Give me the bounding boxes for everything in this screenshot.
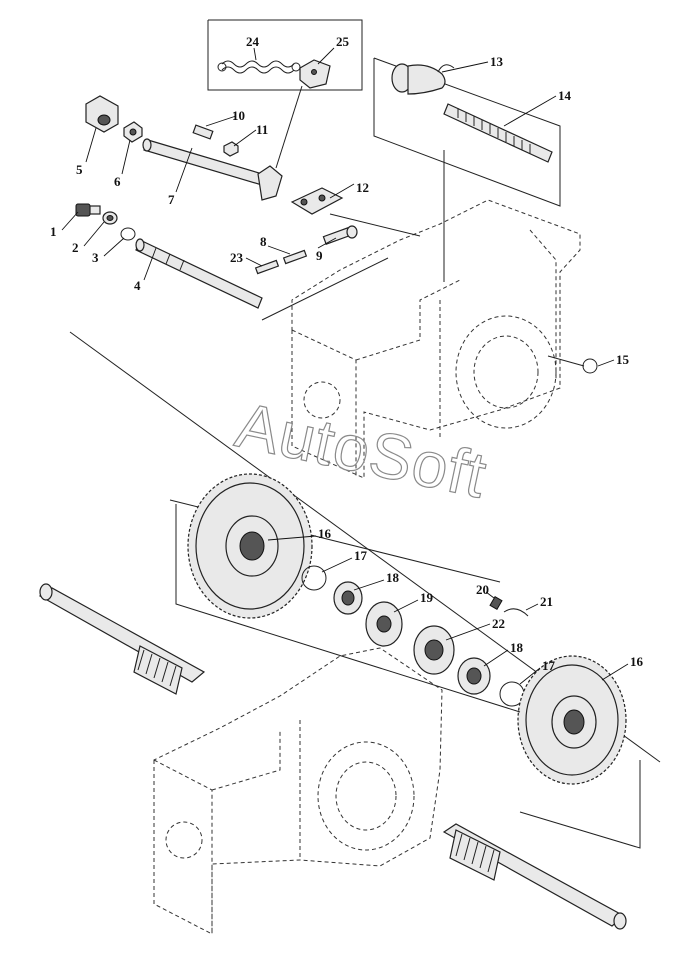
washer-part-2 — [102, 211, 118, 225]
pin-part-8 — [282, 249, 308, 265]
callout-16-right: 16 — [630, 654, 644, 669]
upper-gearbox-housing — [291, 199, 581, 479]
callout-6: 6 — [114, 174, 121, 189]
callout-25: 25 — [336, 34, 350, 49]
callout-4: 4 — [134, 278, 141, 293]
plate-part-12 — [290, 187, 344, 215]
shaft-part-4 — [135, 238, 263, 309]
inset-box-spring-bracket — [207, 19, 363, 91]
callout-2: 2 — [72, 240, 79, 255]
callout-21: 21 — [540, 594, 553, 609]
collar-part-18-left — [333, 581, 363, 615]
lower-shaft-right — [442, 823, 627, 930]
snap-ring-part-17-left — [301, 565, 327, 591]
shaft-part-14 — [443, 103, 553, 163]
callout-17-left: 17 — [354, 548, 368, 563]
fork-part-13 — [391, 63, 455, 95]
callout-leaders — [61, 47, 629, 685]
callout-17-right: 17 — [542, 658, 556, 673]
callout-8: 8 — [260, 234, 267, 249]
gear-part-16-right — [517, 655, 627, 785]
rod-part-7 — [142, 138, 277, 189]
callout-5: 5 — [76, 162, 83, 177]
lower-gearbox-housing — [153, 647, 443, 935]
callout-9: 9 — [316, 248, 323, 263]
callout-12: 12 — [356, 180, 369, 195]
spring-part-20 — [489, 595, 503, 611]
callout-14: 14 — [558, 88, 572, 103]
callout-22: 22 — [492, 616, 505, 631]
callout-20: 20 — [476, 582, 489, 597]
gear-part-16-left — [187, 473, 313, 619]
pin-part-23 — [254, 259, 280, 275]
callout-19: 19 — [420, 590, 434, 605]
callout-13: 13 — [490, 54, 504, 69]
inset-box-fork — [373, 57, 561, 207]
coupling-part-19 — [365, 601, 403, 647]
callout-1: 1 — [50, 224, 57, 239]
upper-small-parts — [75, 85, 598, 374]
ring-part-3 — [120, 227, 136, 241]
ring-part-15 — [582, 358, 598, 374]
gear-inset-frame — [175, 504, 641, 849]
nut-part-6 — [123, 121, 143, 143]
ring-part-21 — [503, 608, 529, 617]
callout-24: 24 — [246, 34, 260, 49]
bracket-part-25 — [299, 59, 331, 89]
callout-18-right: 18 — [510, 640, 524, 655]
pin-part-9 — [322, 225, 358, 245]
lever-part-link — [257, 85, 303, 201]
callout-15: 15 — [616, 352, 630, 367]
callout-labels: 1 2 3 4 5 6 7 8 9 10 11 12 13 14 15 16 1… — [50, 34, 644, 673]
lower-small-parts — [301, 565, 529, 707]
callout-11: 11 — [256, 122, 268, 137]
callout-3: 3 — [92, 250, 99, 265]
callout-10: 10 — [232, 108, 245, 123]
spring-part-24 — [217, 60, 301, 74]
callout-7: 7 — [168, 192, 175, 207]
sleeve-part-22 — [413, 625, 455, 675]
bolt-part-10 — [192, 124, 214, 140]
callout-23: 23 — [230, 250, 244, 265]
knob-part-5 — [85, 95, 119, 133]
callout-16-left: 16 — [318, 526, 332, 541]
lower-shaft-left — [38, 583, 206, 695]
callout-18-left: 18 — [386, 570, 400, 585]
bolt-part-1 — [75, 203, 101, 217]
collar-part-18-right — [457, 657, 491, 695]
